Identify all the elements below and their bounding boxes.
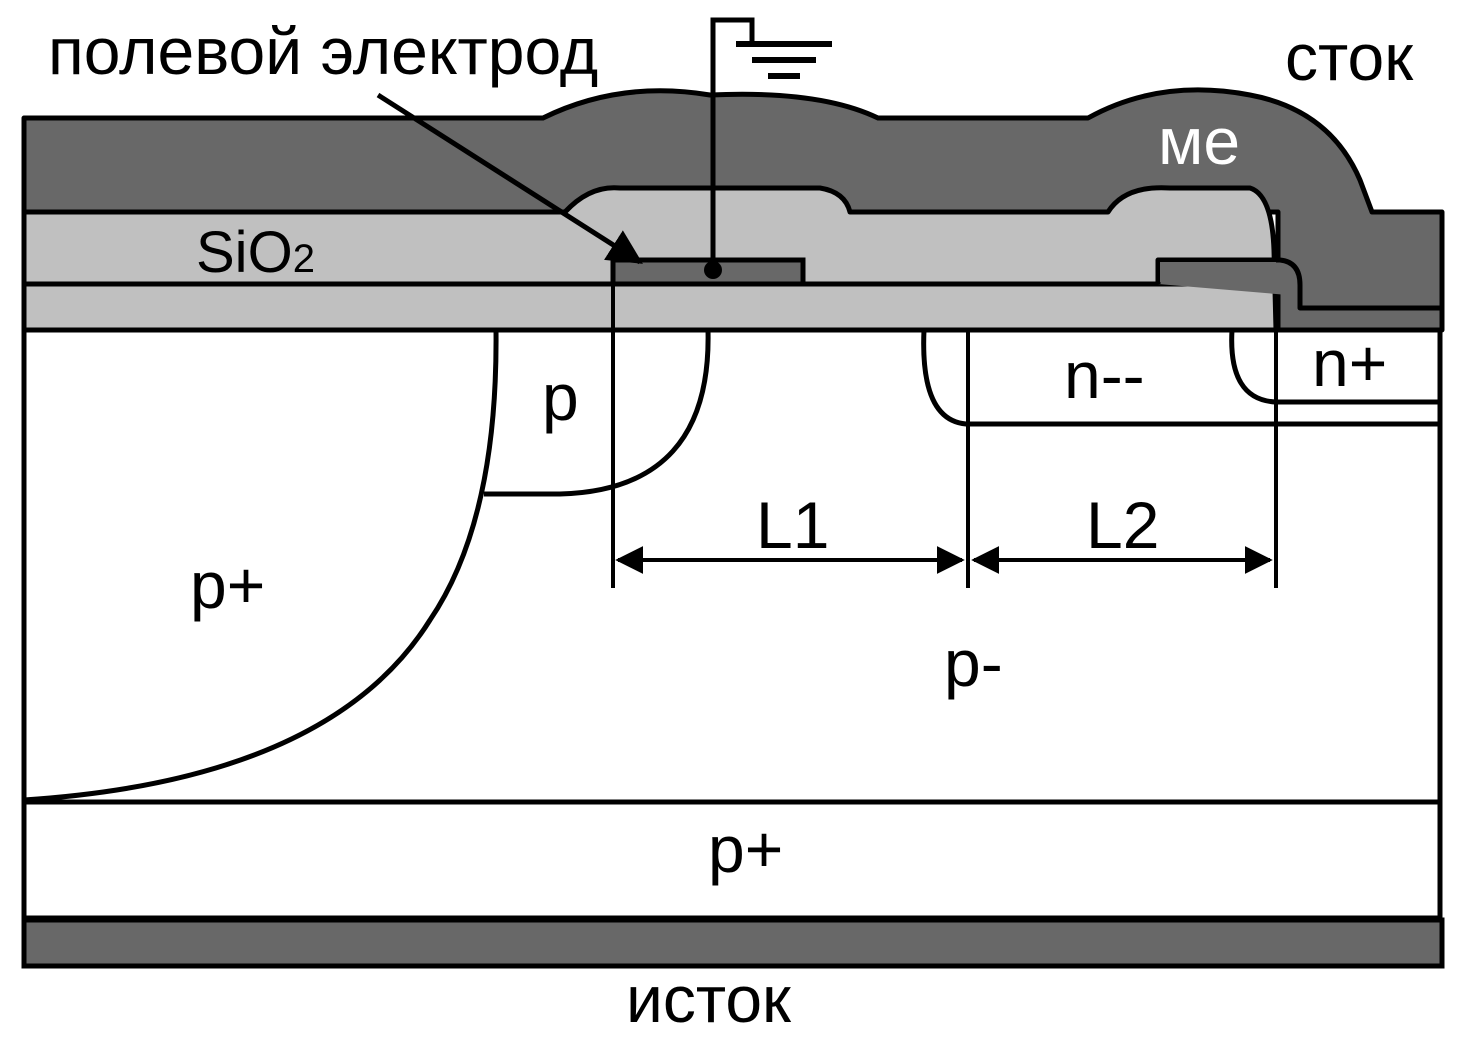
p-plus-left-label: p+	[190, 548, 265, 622]
oxide-label-main: SiO	[196, 220, 293, 285]
ground-contact-dot	[704, 261, 722, 279]
dimension-label-l1: L1	[756, 488, 829, 562]
dimension-label-l2: L2	[1086, 488, 1159, 562]
ground-wire	[710, 17, 755, 270]
field-electrode-pointer	[376, 92, 643, 265]
n-plus-label: n+	[1312, 326, 1387, 400]
source-metal	[21, 917, 1445, 969]
semiconductor-body	[21, 327, 1443, 921]
n-drift-boundary	[921, 329, 1440, 427]
drain-contact-fill	[1160, 262, 1276, 282]
drain-label: сток	[1285, 20, 1414, 94]
metal-label: ме	[1158, 104, 1240, 178]
p-minus-label: p-	[944, 626, 1003, 700]
field-electrode-label: полевой электрод	[48, 14, 598, 88]
p-plus-sinker-boundary	[23, 329, 499, 803]
n-drift-label: n--	[1064, 338, 1145, 412]
oxide-label: SiO2	[196, 220, 315, 285]
source-label: исток	[626, 962, 792, 1036]
p-plus-substrate-label: p+	[708, 812, 783, 886]
p-region-label: p	[542, 360, 579, 434]
ground-symbol-icon	[736, 41, 832, 79]
n-plus-boundary	[1229, 329, 1440, 405]
p-well-boundary	[484, 329, 711, 497]
oxide-label-subscript: 2	[293, 237, 315, 281]
